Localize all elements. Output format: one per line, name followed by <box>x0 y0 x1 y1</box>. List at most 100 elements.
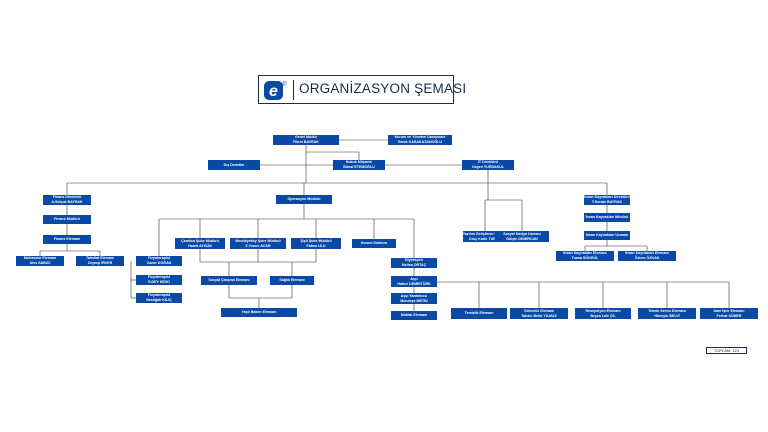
total-count: TOPLAM: 123 <box>706 347 747 354</box>
node-title: Şişli Şube Müdürü <box>300 238 332 243</box>
node-title: İnsan Kaynakları Elemanı <box>563 251 607 256</box>
node-title: Operasyon Müdürü <box>287 197 321 202</box>
node-person: Zeynep İRVER <box>87 261 113 265</box>
node-person: Fatma ULU <box>306 243 326 248</box>
chart-title-box: e ® ORGANİZASYON ŞEMASI <box>258 75 466 104</box>
node-title: Çamlıca Şube Müdürü <box>181 238 219 243</box>
node-title: Tahsilat Elemanı <box>85 256 115 261</box>
org-node-sosyal-calisma: Sosyal Çalışma Elemanı <box>201 276 257 285</box>
node-title: Fizyoterapist <box>147 256 171 261</box>
node-person: Hatice DEMİRTÜRK <box>397 281 431 286</box>
node-person: Tahsin Bekir YILMAZ <box>521 313 557 318</box>
org-node-finans-mud: Finans Müdürü <box>43 215 91 224</box>
node-person: İLDEY NİCKİ <box>148 280 170 284</box>
node-person: A.Selçuk BAYRAK <box>51 200 83 204</box>
node-person: Menekşe METİN <box>400 298 428 303</box>
node-person: Alev SABICI <box>29 261 51 265</box>
org-node-saglik: Sağlık Elemanı <box>270 276 314 285</box>
node-title: İnsan Kaynakları Uzmanı <box>585 233 629 238</box>
logo-letter: e <box>269 83 278 100</box>
node-title: Mecidiyeköy Şube Müdürü <box>235 238 281 243</box>
node-title: Yaşlı Bakım Elemanı <box>241 310 277 315</box>
org-node-disdenetim: Dış Denetim <box>208 160 260 170</box>
node-title: Dış Denetim <box>223 162 245 167</box>
node-title: Yazılım Geliştirme Uzmanı <box>463 231 507 236</box>
node-title: Fizyoterapist <box>147 275 171 280</box>
node-title: Güvenlik Elemanı <box>524 308 554 313</box>
node-person: Ozgen YURDAKUL <box>471 165 505 169</box>
node-title: Sosyal Çalışma Elemanı <box>208 278 250 283</box>
node-title: Hukuk Müşaviri <box>345 160 373 165</box>
registered-mark: ® <box>282 81 287 88</box>
node-person: Bünat ETEMOĞLU <box>343 165 375 169</box>
node-person: T.Serdar BAYRAK <box>591 200 623 204</box>
org-node-ik-mud: İnsan Kaynakları Müdürü <box>584 213 630 222</box>
node-title: IT Direktörü <box>477 160 499 165</box>
org-node-mutfak: Mutfak Elemanı <box>391 311 437 320</box>
node-person: Hüseyin BELVİ <box>654 313 680 318</box>
node-title: Fizyoterapist <box>147 293 171 298</box>
node-person: Gülşin DEMİRCAN <box>506 236 538 241</box>
node-person: Oruç Kadir TURAN <box>468 236 502 241</box>
node-title: Genel Müdür <box>295 135 317 140</box>
node-title: İnsan Kaynakları Müdürü <box>585 215 629 220</box>
org-node-operasyon: Operasyon Müdürü <box>276 195 332 204</box>
node-person: Z.Yunus ACAR <box>245 243 271 248</box>
org-node-yasli-bakim: Yaşlı Bakım Elemanı <box>221 308 297 317</box>
node-title: Temizlik Elemanı <box>464 311 494 316</box>
node-title: Finans Müdürü <box>54 217 80 222</box>
node-title: Finans Direktörü <box>52 195 82 200</box>
node-title: İnsan Kaynakları Direktörü <box>584 195 630 200</box>
node-title: Sosyal Medya Uzmanı <box>503 231 541 236</box>
node-title: İdari İşler Elemanı <box>713 308 745 313</box>
node-person: Fikret BAYRAK <box>293 140 319 144</box>
company-logo-icon: e ® <box>264 81 287 100</box>
node-title: Kurum Doktoru <box>360 241 388 246</box>
node-title: Finans Elemanı <box>53 237 81 242</box>
org-node-temizlik: Temizlik Elemanı <box>451 308 507 319</box>
node-person: Ferhat SÜMER <box>716 313 742 318</box>
node-title: Kurum ve Yöneten Danışmanı <box>394 135 446 140</box>
node-title: Aşçı Yardımcısı <box>400 293 428 298</box>
node-title: Aşçı <box>410 276 418 281</box>
node-person: Hamit AYGÜN <box>188 243 212 248</box>
node-title: Muhasebe Elemanı <box>23 256 57 261</box>
node-title: Sağlık Elemanı <box>279 278 305 283</box>
node-person: Caner DOĞAN <box>146 261 172 265</box>
node-person: Nesliğah KILIÇ <box>146 298 172 302</box>
node-person: Sadık KARAKAZANOĞLU <box>398 140 442 144</box>
node-title: Resepsiyon Elemanı <box>585 308 621 313</box>
node-title: Teknik Servis Elemanı <box>648 308 686 313</box>
node-title: İnsan Kaynakları Elemanı <box>625 251 669 256</box>
title-divider <box>293 80 294 100</box>
org-node-finans-elem: Finans Elemanı <box>43 235 91 244</box>
node-person: Beyza Lale ÇİL <box>590 313 616 318</box>
node-title: Diyetisyen <box>405 258 423 263</box>
org-node-kurum-doktoru: Kurum Doktoru <box>352 239 396 248</box>
